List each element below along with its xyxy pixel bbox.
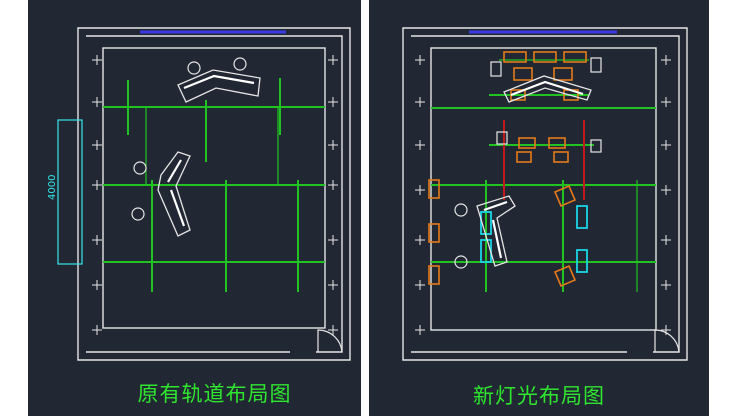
desk-icon [476, 195, 516, 267]
room-walls [77, 27, 351, 361]
desk-icon [177, 69, 261, 103]
door-icon [317, 329, 343, 353]
desk-icon [503, 75, 592, 103]
spotlight-icon [496, 131, 602, 153]
dimension-label: 4000 [47, 175, 58, 200]
chair-icon [187, 57, 247, 75]
lighting-tracks [431, 59, 656, 292]
original-layout-caption: 原有轨道布局图 [137, 382, 292, 406]
dimension-box [57, 119, 83, 265]
hanger-pipes [503, 120, 585, 200]
door-icon [654, 329, 680, 353]
room-walls [402, 27, 688, 361]
chair-icon [454, 203, 468, 269]
original-layout-drawing: 4000 [47, 27, 351, 361]
spotlight-icon [516, 137, 569, 163]
new-layout-panel: 新灯光布局图 [369, 0, 709, 416]
new-layout-drawing [402, 27, 688, 361]
plus-marker-icon [92, 55, 338, 335]
plus-marker-icon [415, 55, 671, 335]
spotlight-icon [490, 57, 602, 77]
original-layout-panel: 4000 [28, 0, 361, 416]
chair-icon [131, 161, 147, 221]
spotlight-icon [553, 184, 577, 288]
desk-icon [157, 151, 191, 237]
new-layout-caption: 新灯光布局图 [473, 384, 605, 408]
spotlight-icon [428, 179, 440, 285]
lighting-tracks [103, 78, 325, 292]
